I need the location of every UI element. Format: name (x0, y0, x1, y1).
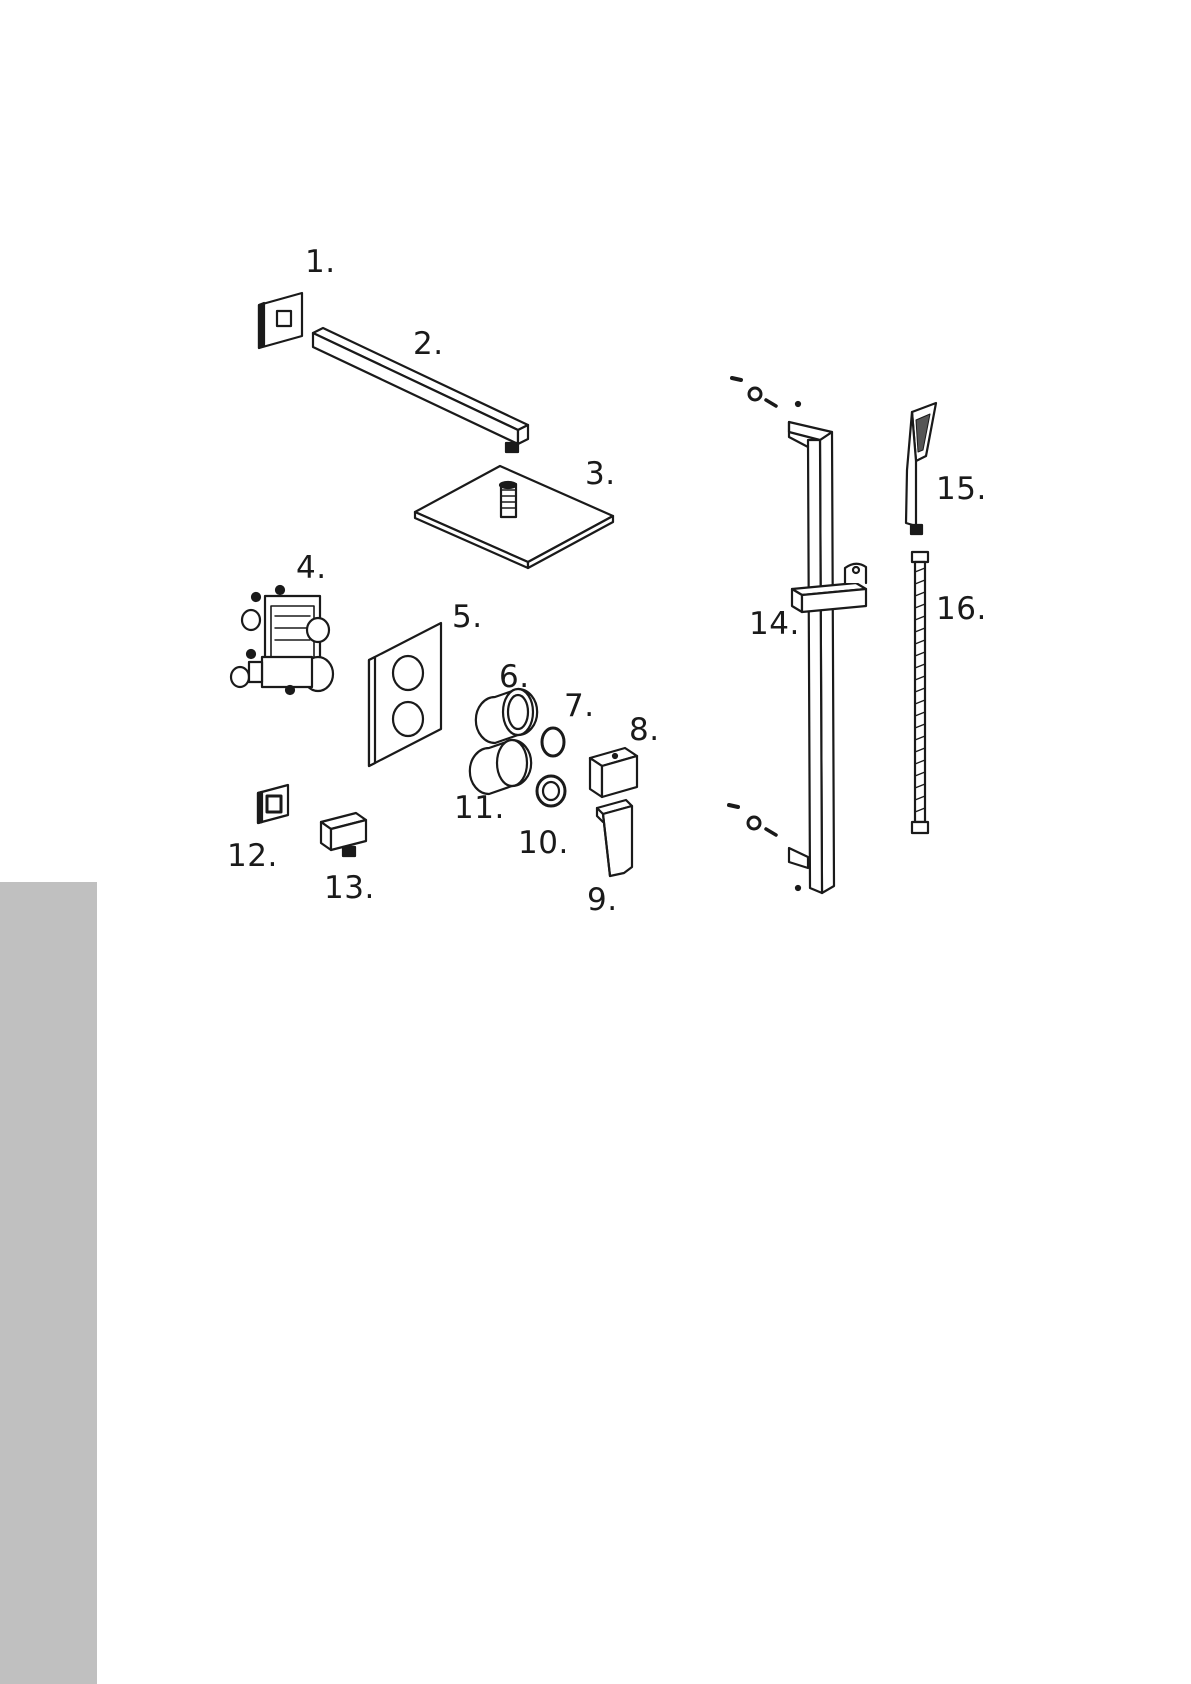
part-label: 16. (936, 594, 987, 625)
part-label: 14. (749, 609, 800, 640)
o-ring-icon (542, 728, 564, 756)
outlet-flange-icon (258, 785, 288, 823)
part-label: 6. (499, 662, 530, 693)
sleeve-icon (476, 689, 537, 743)
part-label: 11. (454, 793, 505, 824)
wall-outlet-elbow-icon (321, 813, 366, 856)
part-label: 10. (518, 828, 569, 859)
part-label: 5. (452, 602, 483, 633)
part-label: 8. (629, 715, 660, 746)
part-label: 3. (585, 459, 616, 490)
part-label: 13. (324, 873, 375, 904)
part-label: 7. (564, 691, 595, 722)
part-label: 2. (413, 329, 444, 360)
part-label: 15. (936, 474, 987, 505)
hand-shower-icon (906, 403, 936, 534)
rain-shower-head-icon (415, 466, 613, 568)
wall-flange-icon (259, 293, 302, 348)
trim-plate-icon (369, 623, 441, 766)
hose-icon (912, 552, 928, 833)
knob-icon (590, 748, 637, 797)
lever-handle-icon (597, 800, 632, 876)
part-label: 4. (296, 553, 327, 584)
thermostatic-valve-body-icon (231, 586, 333, 694)
part-label: 12. (227, 841, 278, 872)
sleeve-icon (470, 740, 531, 794)
part-label: 1. (305, 247, 336, 278)
part-label: 9. (587, 885, 618, 916)
adapter-ring-icon (537, 776, 565, 806)
